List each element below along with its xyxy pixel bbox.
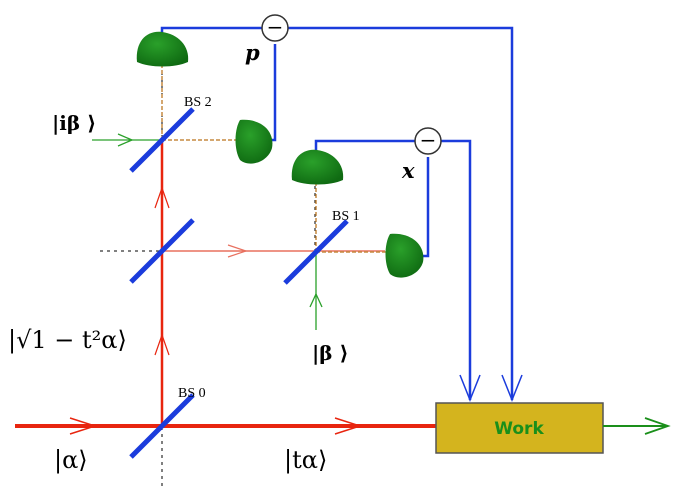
bs2-label: BS 2 [184, 95, 212, 110]
ket-beta-label: |β ⟩ [312, 341, 349, 365]
bs0-label: BS 0 [178, 386, 206, 401]
ket-sqrt-alpha-label: |√1 − t²α⟩ [8, 326, 127, 355]
svg-text:Work: Work [494, 419, 544, 439]
x-label: x [401, 158, 415, 183]
reflected-beam [154, 140, 170, 426]
photodetector-icon [235, 119, 273, 164]
beamsplitters [129, 107, 349, 459]
main-beam [15, 417, 436, 435]
bs1-beamsplitter-icon [283, 219, 349, 285]
ket-i-beta-label: |iβ ⟩ [52, 111, 96, 135]
svg-text:−: − [267, 15, 284, 39]
photodetector-icon [385, 233, 424, 278]
mid-beam [162, 244, 385, 258]
minus-circle-icon: − [414, 127, 442, 155]
photodetector-icon [291, 149, 344, 185]
ket-t-alpha-label: |tα⟩ [284, 446, 327, 475]
mid-beamsplitter-icon [129, 218, 195, 284]
minus-circle-icon: − [261, 14, 289, 42]
bs0-beamsplitter-icon [129, 393, 195, 459]
output-arrow [603, 417, 671, 435]
work-input-arrows [459, 374, 523, 403]
svg-text:−: − [420, 128, 437, 152]
ket-alpha-label: |α⟩ [54, 446, 88, 475]
aux-beams [92, 133, 323, 330]
bs1-label: BS 1 [332, 209, 360, 224]
work-box: Work [435, 402, 604, 454]
p-label: p [245, 40, 260, 65]
photodetector-icon [136, 31, 189, 67]
bs2-beamsplitter-icon [129, 107, 195, 173]
